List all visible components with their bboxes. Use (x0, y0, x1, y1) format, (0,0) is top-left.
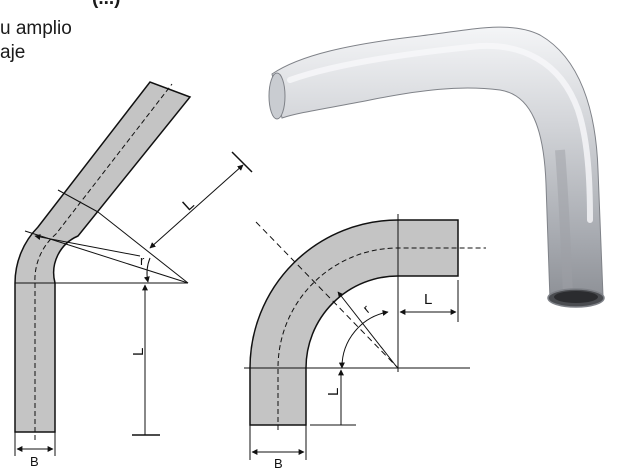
left-centerline (34, 83, 173, 440)
pipe-photo-highlight (287, 42, 593, 223)
left-label-L-diagonal: L (180, 196, 198, 215)
left-label-B: B (30, 454, 39, 469)
right-label-r: r (360, 301, 373, 316)
pipe-photo-shadow-strip (555, 149, 573, 297)
left-label-L-vertical: L (130, 348, 147, 356)
pipe-photo-end-left (268, 72, 286, 120)
right-label-L-vertical: L (325, 388, 342, 396)
pipe-photo-end-bottom-inner (554, 291, 598, 303)
right-label-L-horizontal: L (424, 291, 432, 308)
left-pipe-body (14, 81, 192, 433)
header-text-line-2: aje (0, 42, 26, 63)
pipe-photo (268, 26, 605, 308)
header-title-fragment: (...) (92, 0, 121, 11)
pipe-photo-body (271, 26, 604, 301)
left-bend-diagram: L r L B (14, 81, 253, 469)
header-text-line-1: u amplio (0, 18, 72, 39)
left-label-r: r (140, 253, 145, 268)
right-centerline (277, 247, 486, 430)
right-label-B: B (274, 456, 283, 471)
right-bend-diagram: L r L B (244, 214, 486, 471)
